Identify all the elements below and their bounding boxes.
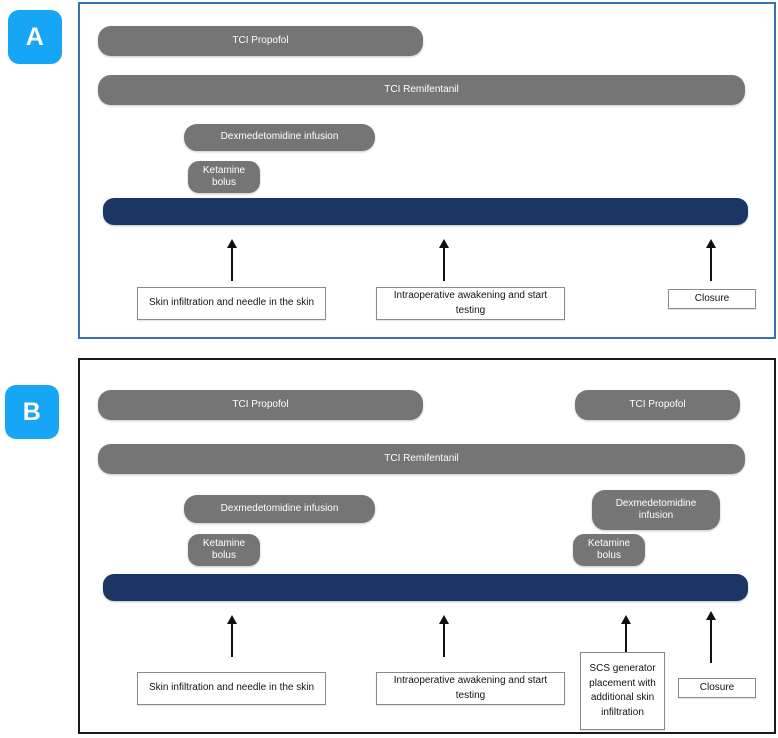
panel-badge-b-label: B bbox=[22, 397, 42, 426]
panel-badge-a: A bbox=[8, 10, 62, 64]
surgery-timeline-bar-b bbox=[103, 574, 748, 601]
pill-tci-propofol-second-b: TCI Propofol bbox=[575, 390, 740, 420]
arrow-shaft bbox=[443, 621, 445, 657]
arrow-to-closure-b bbox=[706, 611, 717, 663]
panel-b: TCI Propofol TCI Propofol TCI Remifentan… bbox=[78, 358, 776, 734]
pill-label: Ketamine bolus bbox=[202, 164, 246, 189]
arrow-to-awakening-b bbox=[439, 615, 450, 657]
pill-label: TCI Propofol bbox=[232, 34, 289, 46]
surgery-timeline-bar-a bbox=[103, 198, 748, 225]
arrow-head bbox=[439, 615, 449, 624]
pill-ketamine-bolus-a: Ketamine bolus bbox=[188, 161, 260, 193]
arrow-shaft bbox=[710, 245, 712, 281]
pill-label: TCI Propofol bbox=[232, 398, 289, 410]
event-box-label: SCS generator placement with additional … bbox=[589, 663, 656, 718]
panel-a: TCI Propofol TCI Remifentanil Dexmedetom… bbox=[78, 2, 776, 339]
event-box-label: Closure bbox=[699, 681, 735, 693]
arrow-to-scs-generator-b bbox=[621, 615, 632, 652]
pill-label: Ketamine bolus bbox=[587, 537, 631, 562]
pill-ketamine-bolus-second-b: Ketamine bolus bbox=[573, 534, 645, 566]
arrow-head bbox=[621, 615, 631, 624]
pill-dexmedetomidine-first-b: Dexmedetomidine infusion bbox=[184, 495, 375, 523]
event-box-label: Closure bbox=[694, 292, 730, 304]
pill-dexmedetomidine-second-b: Dexmedetomidine infusion bbox=[592, 490, 720, 530]
pill-label: TCI Remifentanil bbox=[384, 83, 459, 95]
event-box-skin-infiltration-a: Skin infiltration and needle in the skin bbox=[137, 287, 326, 320]
arrow-head bbox=[227, 239, 237, 248]
event-box-label: Skin infiltration and needle in the skin bbox=[148, 682, 315, 694]
pill-tci-propofol-a: TCI Propofol bbox=[98, 26, 423, 56]
event-box-awakening-a: Intraoperative awakening and start testi… bbox=[376, 287, 565, 320]
event-box-awakening-b: Intraoperative awakening and start testi… bbox=[376, 672, 565, 705]
arrow-shaft bbox=[710, 617, 712, 663]
event-box-label: Intraoperative awakening and start testi… bbox=[393, 290, 548, 316]
arrow-to-awakening-a bbox=[439, 239, 450, 281]
arrow-shaft bbox=[231, 245, 233, 281]
event-box-closure-a: Closure bbox=[668, 289, 756, 309]
arrow-shaft bbox=[443, 245, 445, 281]
pill-tci-remifentanil-a: TCI Remifentanil bbox=[98, 75, 745, 105]
panel-badge-b: B bbox=[5, 385, 59, 439]
event-box-closure-b: Closure bbox=[678, 678, 756, 698]
arrow-to-skin-infiltration-a bbox=[227, 239, 238, 281]
event-box-scs-generator-b: SCS generator placement with additional … bbox=[580, 652, 665, 730]
event-box-skin-infiltration-b: Skin infiltration and needle in the skin bbox=[137, 672, 326, 705]
pill-tci-propofol-first-b: TCI Propofol bbox=[98, 390, 423, 420]
arrow-head bbox=[227, 615, 237, 624]
pill-label: Dexmedetomidine infusion bbox=[220, 502, 339, 514]
arrow-shaft bbox=[625, 621, 627, 652]
pill-dexmedetomidine-a: Dexmedetomidine infusion bbox=[184, 124, 375, 151]
pill-label: Dexmedetomidine infusion bbox=[220, 131, 339, 143]
event-box-label: Skin infiltration and needle in the skin bbox=[148, 297, 315, 309]
panel-badge-a-label: A bbox=[25, 22, 45, 51]
arrow-head bbox=[439, 239, 449, 248]
pill-label: TCI Propofol bbox=[629, 398, 686, 410]
pill-ketamine-bolus-first-b: Ketamine bolus bbox=[188, 534, 260, 566]
pill-label: Ketamine bolus bbox=[202, 537, 246, 562]
arrow-shaft bbox=[231, 621, 233, 657]
pill-label: Dexmedetomidine infusion bbox=[615, 497, 697, 522]
arrow-to-skin-infiltration-b bbox=[227, 615, 238, 657]
pill-label: TCI Remifentanil bbox=[384, 452, 459, 464]
event-box-label: Intraoperative awakening and start testi… bbox=[393, 675, 548, 701]
pill-tci-remifentanil-b: TCI Remifentanil bbox=[98, 444, 745, 474]
arrow-head bbox=[706, 239, 716, 248]
arrow-to-closure-a bbox=[706, 239, 717, 281]
arrow-head bbox=[706, 611, 716, 620]
